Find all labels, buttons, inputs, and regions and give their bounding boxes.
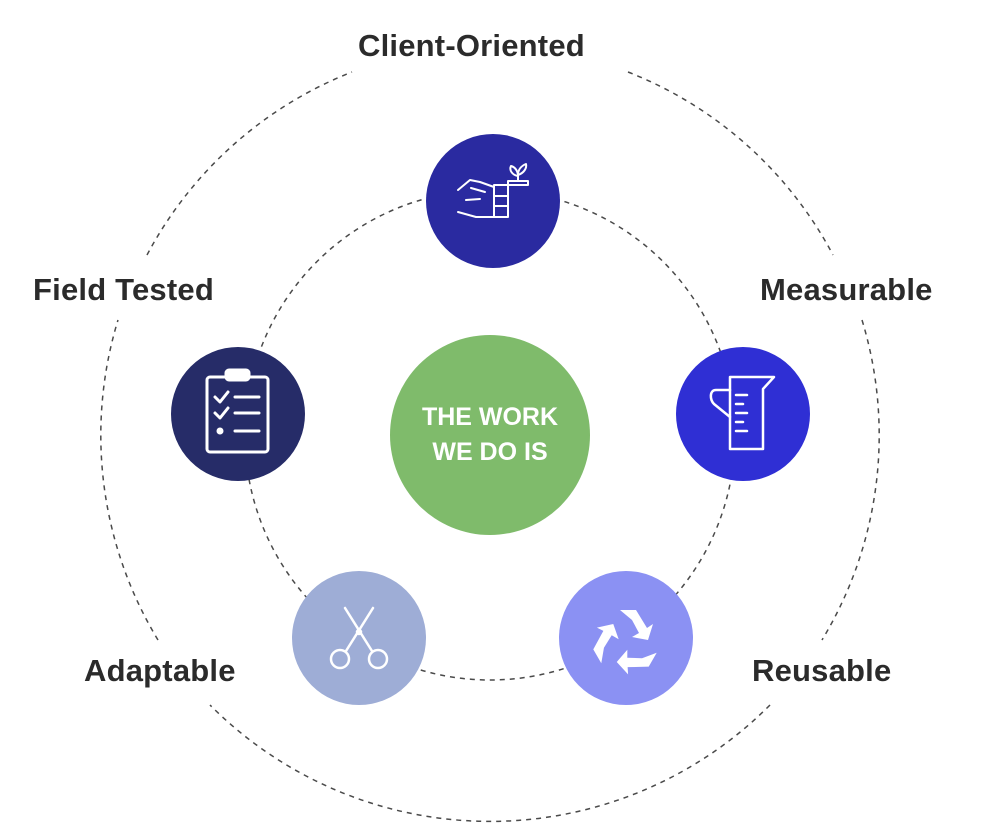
node-adaptable: [292, 571, 426, 705]
measuring-cup-icon: [709, 375, 776, 451]
scissors-icon: [329, 606, 389, 670]
label-measurable: Measurable: [760, 272, 933, 307]
clipboard-checklist-icon: [205, 368, 270, 454]
label-reusable: Reusable: [752, 653, 892, 688]
label-field-tested: Field Tested: [33, 272, 214, 307]
node-measurable: [676, 347, 810, 481]
center-line-1: THE WORK: [421, 403, 559, 431]
node-reusable: [559, 571, 693, 705]
label-adaptable: Adaptable: [84, 653, 236, 688]
outer-ring: [100, 71, 880, 823]
center-caption: THE WORK WE DO IS: [390, 335, 590, 535]
hand-with-plant-icon: [457, 163, 529, 218]
center-circle: [390, 335, 590, 535]
node-client-oriented: [426, 134, 560, 268]
recycle-icon: [593, 610, 657, 675]
node-field-tested: [171, 347, 305, 481]
center-line-2: WE DO IS: [432, 438, 548, 466]
label-client-oriented: Client-Oriented: [358, 28, 585, 63]
